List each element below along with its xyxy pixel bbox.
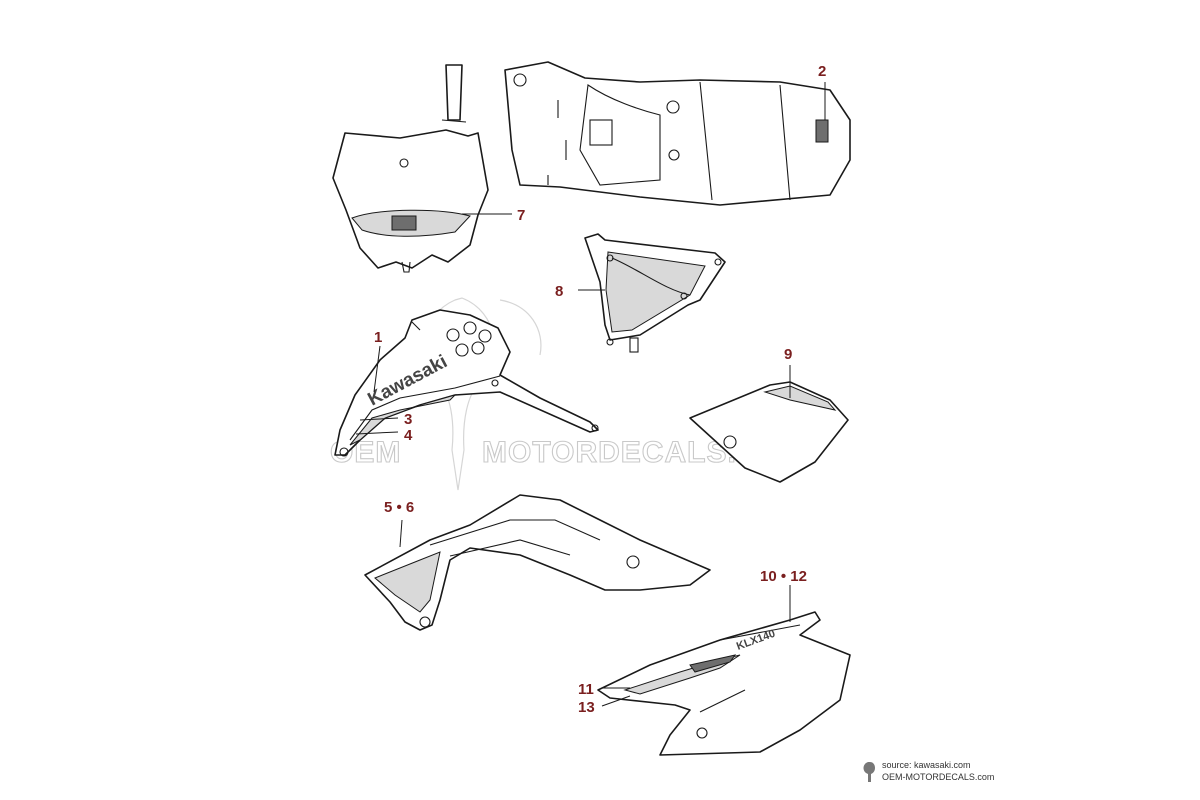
callout-9: 9 [784,346,792,363]
source-credit: source: kawasaki.com OEM-MOTORDECALS.com [863,760,994,782]
callout-3: 3 [404,411,412,428]
source-text: source: kawasaki.com [882,760,971,770]
callout-2: 2 [818,63,826,80]
callout-5-6: 5 • 6 [384,499,414,516]
callout-8: 8 [555,283,563,300]
air-box-cover [584,233,726,353]
callout-10-12: 10 • 12 [760,568,807,585]
callout-13: 13 [578,699,595,716]
callout-11: 11 [578,681,594,698]
leader-lines [355,82,826,707]
callout-1: 1 [374,329,382,346]
side-cover-small [689,381,849,483]
lower-shroud [364,494,711,631]
callout-4: 4 [404,427,413,444]
rear-fender [504,61,851,206]
side-panel: KLX140 [597,611,851,756]
front-number-plate [332,64,489,273]
callout-7: 7 [517,207,525,224]
callouts: 2 7 8 1 3 4 9 5 • 6 10 • 12 11 13 [374,63,826,716]
site-text: OEM-MOTORDECALS.com [882,772,994,782]
